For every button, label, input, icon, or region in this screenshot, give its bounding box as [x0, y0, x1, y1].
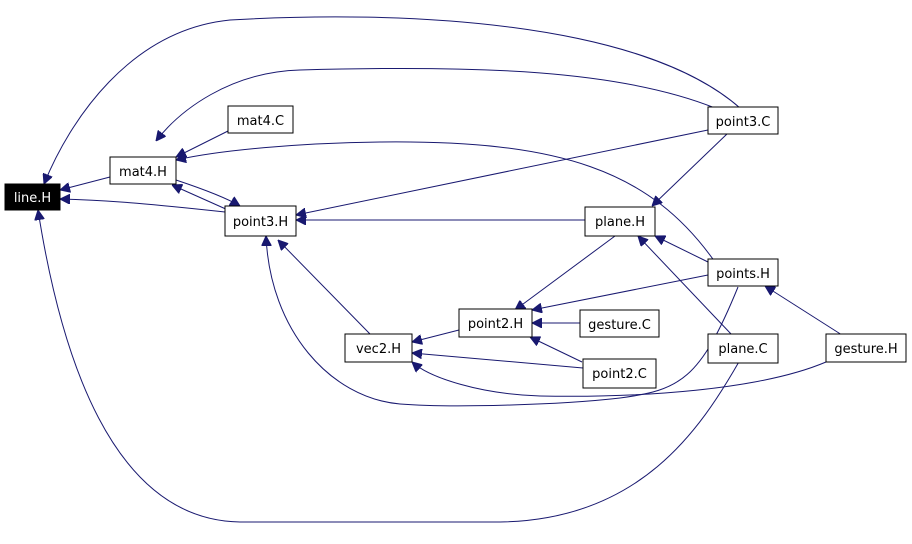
- node-plane-h[interactable]: plane.H: [584, 206, 656, 237]
- edge-point2-c-to-point2-h: [530, 337, 583, 363]
- edge-points-h-to-point3-h: [266, 236, 739, 407]
- node-line-h[interactable]: line.H: [4, 183, 61, 211]
- node-label: point2.H: [468, 317, 523, 332]
- node-mat4-c[interactable]: mat4.C: [227, 105, 294, 134]
- node-vec2-h[interactable]: vec2.H: [344, 333, 413, 363]
- edge-point3-c-to-mat4-h: [156, 67, 716, 141]
- edge-points-h-to-plane-h: [655, 236, 709, 263]
- edge-gesture-h-to-points-h: [765, 286, 843, 336]
- edge-points-h-to-point2-h: [532, 274, 709, 310]
- node-label: mat4.C: [237, 114, 284, 129]
- node-point2-h[interactable]: point2.H: [458, 308, 533, 338]
- edge-point3-c-to-plane-h: [652, 132, 729, 206]
- node-points-h[interactable]: points.H: [707, 258, 779, 287]
- node-point2-c[interactable]: point2.C: [582, 358, 657, 389]
- node-label: line.H: [14, 191, 51, 206]
- node-label: points.H: [716, 267, 770, 282]
- node-label: gesture.C: [588, 318, 651, 333]
- node-label: gesture.H: [834, 342, 897, 357]
- node-gesture-h[interactable]: gesture.H: [825, 333, 907, 363]
- node-label: plane.H: [595, 215, 645, 230]
- node-label: vec2.H: [356, 342, 401, 357]
- node-point3-h[interactable]: point3.H: [224, 205, 297, 237]
- node-label: mat4.H: [119, 165, 167, 180]
- edge-mat4-h-to-line-h: [60, 176, 111, 190]
- node-label: point3.H: [233, 215, 288, 230]
- node-point3-c[interactable]: point3.C: [707, 106, 779, 135]
- edge-point3-h-to-line-h: [60, 199, 226, 213]
- node-plane-c[interactable]: plane.C: [707, 333, 779, 364]
- edge-plane-h-to-point2-h: [515, 235, 616, 310]
- edge-mat4-h-to-point3-h: [175, 179, 240, 206]
- node-label: point3.C: [716, 115, 771, 130]
- edge-point2-h-to-vec2-h: [412, 329, 460, 342]
- node-gesture-c[interactable]: gesture.C: [579, 309, 660, 338]
- edge-mat4-c-to-mat4-h: [176, 129, 231, 157]
- edge-plane-c-to-plane-h: [638, 236, 733, 336]
- edge-point3-c-to-line-h: [44, 16, 741, 184]
- edge-gesture-h-to-vec2-h: [412, 362, 827, 397]
- edge-point3-h-to-mat4-h: [172, 185, 229, 211]
- edge-points-h-to-mat4-h: [176, 141, 716, 263]
- edge-plane-c-to-line-h: [38, 210, 741, 523]
- node-label: point2.C: [592, 367, 647, 382]
- edge-vec2-h-to-point3-h: [278, 240, 371, 335]
- node-mat4-h[interactable]: mat4.H: [109, 156, 177, 185]
- edge-point3-c-to-point3-h: [296, 129, 709, 215]
- node-label: plane.C: [718, 342, 767, 357]
- edge-point2-c-to-vec2-h: [412, 353, 584, 369]
